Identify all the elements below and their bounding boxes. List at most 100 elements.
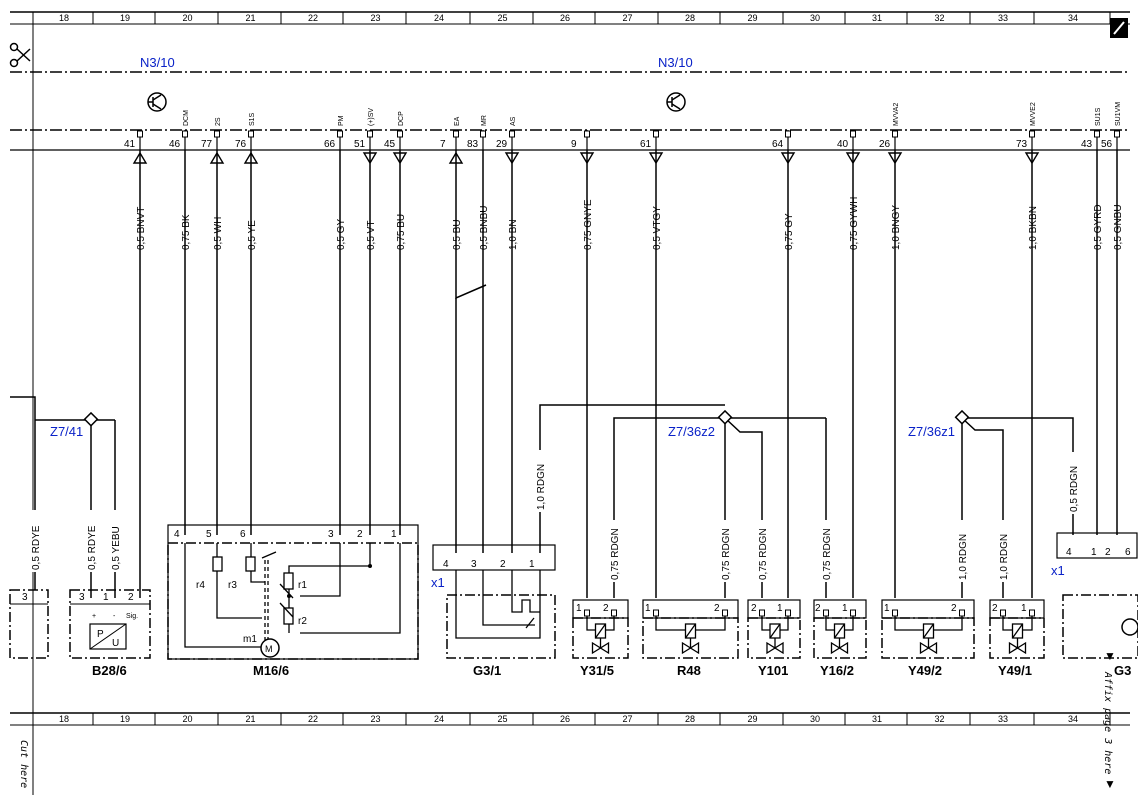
solenoid-valve-icon [825, 616, 854, 655]
wire-label: 0,5 WH [213, 217, 224, 250]
wire-label: 0,75 RDGN [721, 528, 732, 580]
ruler-column-number: 23 [371, 13, 381, 23]
wire-label: 0,75 RDGN [610, 528, 621, 580]
ruler-column-number: 26 [560, 13, 570, 23]
ruler-column-number: 31 [872, 714, 882, 724]
ruler-column-number: 21 [246, 714, 256, 724]
ruler-column-number: 23 [371, 714, 381, 724]
module-label-left: N3/10 [140, 55, 175, 70]
svg-text:3: 3 [328, 529, 334, 540]
wire-label: 0,75 RDGN [822, 528, 833, 580]
ruler-column-number: 33 [998, 13, 1008, 23]
wire-label: 1,0 BNGY [891, 205, 902, 250]
svg-text:2: 2 [603, 603, 609, 614]
wire-label: 1,0 BN [508, 219, 519, 250]
pin-number: 83 [467, 139, 479, 150]
pin-signal: AS [510, 116, 517, 126]
svg-text:4: 4 [443, 559, 449, 570]
pin-number: 41 [124, 139, 136, 150]
svg-text:4: 4 [174, 529, 180, 540]
svg-text:2: 2 [992, 603, 998, 614]
wire-label: 0,5 RDGN [1069, 466, 1080, 512]
cut-here-label: Cut here [18, 740, 29, 788]
wire-label: 1,0 RDGN [999, 534, 1010, 580]
splice-label-z741: Z7/41 [50, 424, 83, 439]
svg-text:2: 2 [815, 603, 821, 614]
svg-text:1: 1 [645, 603, 651, 614]
component-label: G3 [1114, 663, 1131, 678]
svg-text:3: 3 [471, 559, 477, 570]
component-label: M16/6 [253, 663, 289, 678]
connector-pin: 9 [571, 130, 595, 190]
transistor-icon [147, 92, 167, 112]
ruler-column-number: 18 [59, 714, 69, 724]
pin-number: 29 [496, 139, 508, 150]
page-corner-icon [1110, 18, 1128, 38]
pin-signal: 2S [215, 117, 222, 126]
pin-signal: SU1S [1095, 107, 1102, 126]
svg-text:U: U [112, 638, 119, 649]
pin-number: 73 [1016, 139, 1028, 150]
solenoid-valve-icon [894, 616, 963, 655]
component-b28-6: 3 1 2 + - Sig. P U B28/6 [69, 589, 151, 678]
ruler-column-number: 29 [748, 714, 758, 724]
ruler-column-number: 20 [183, 13, 193, 23]
ruler-column-number: 32 [935, 714, 945, 724]
wire-label: 0,5 RDYE [31, 525, 42, 570]
ruler-column-number: 26 [560, 714, 570, 724]
ruler-column-number: 31 [872, 13, 882, 23]
ruler-column-number: 19 [120, 714, 130, 724]
svg-text:2: 2 [500, 559, 506, 570]
svg-text:5: 5 [206, 529, 212, 540]
connector-pin: 51 (+)SV [354, 108, 378, 190]
wire-label: 0,5 YEBU [111, 526, 122, 570]
pin-signal: SU1VM [1115, 102, 1122, 126]
svg-text:6: 6 [240, 529, 246, 540]
pin-number: 51 [354, 139, 366, 150]
svg-text:1: 1 [884, 603, 890, 614]
pin-number: 76 [235, 139, 247, 150]
connector-pin: 64 [772, 130, 796, 190]
wire-label: 0,75 RDGN [758, 528, 769, 580]
svg-text:r2: r2 [298, 616, 307, 627]
ruler-column-number: 28 [685, 13, 695, 23]
splice-label-z736z1: Z7/36z1 [908, 424, 955, 439]
svg-text:x1: x1 [431, 575, 445, 590]
svg-text:1: 1 [1091, 547, 1097, 558]
pin-signal: (+)SV [368, 108, 375, 126]
ruler-column-number: 30 [810, 13, 820, 23]
ruler-column-number: 27 [623, 13, 633, 23]
ruler-column-number: 32 [935, 13, 945, 23]
wire-label: 0,5 YE [247, 220, 258, 250]
wire-label: 0,5 RDYE [87, 525, 98, 570]
pin-signal: DCP [398, 111, 405, 126]
component-label: Y101 [758, 663, 788, 678]
ruler-column-number: 33 [998, 714, 1008, 724]
svg-text:1: 1 [103, 592, 109, 603]
motor-icon [260, 638, 280, 658]
svg-text:1: 1 [391, 529, 397, 540]
pin-number: 9 [571, 139, 577, 150]
connector-pin: 7EA [440, 116, 464, 190]
wire-label: 0,75 GY [784, 213, 795, 250]
component-label: G3/1 [473, 663, 501, 678]
svg-text:Sig.: Sig. [126, 613, 138, 620]
component-g3-1: 4 3 2 1 x1 G3/1 [431, 544, 556, 678]
svg-text:2: 2 [751, 603, 757, 614]
wire-label: 0,5 BNBU [479, 206, 490, 250]
svg-text:2: 2 [714, 603, 720, 614]
affix-page-label: Affix page 3 here [1102, 671, 1113, 774]
